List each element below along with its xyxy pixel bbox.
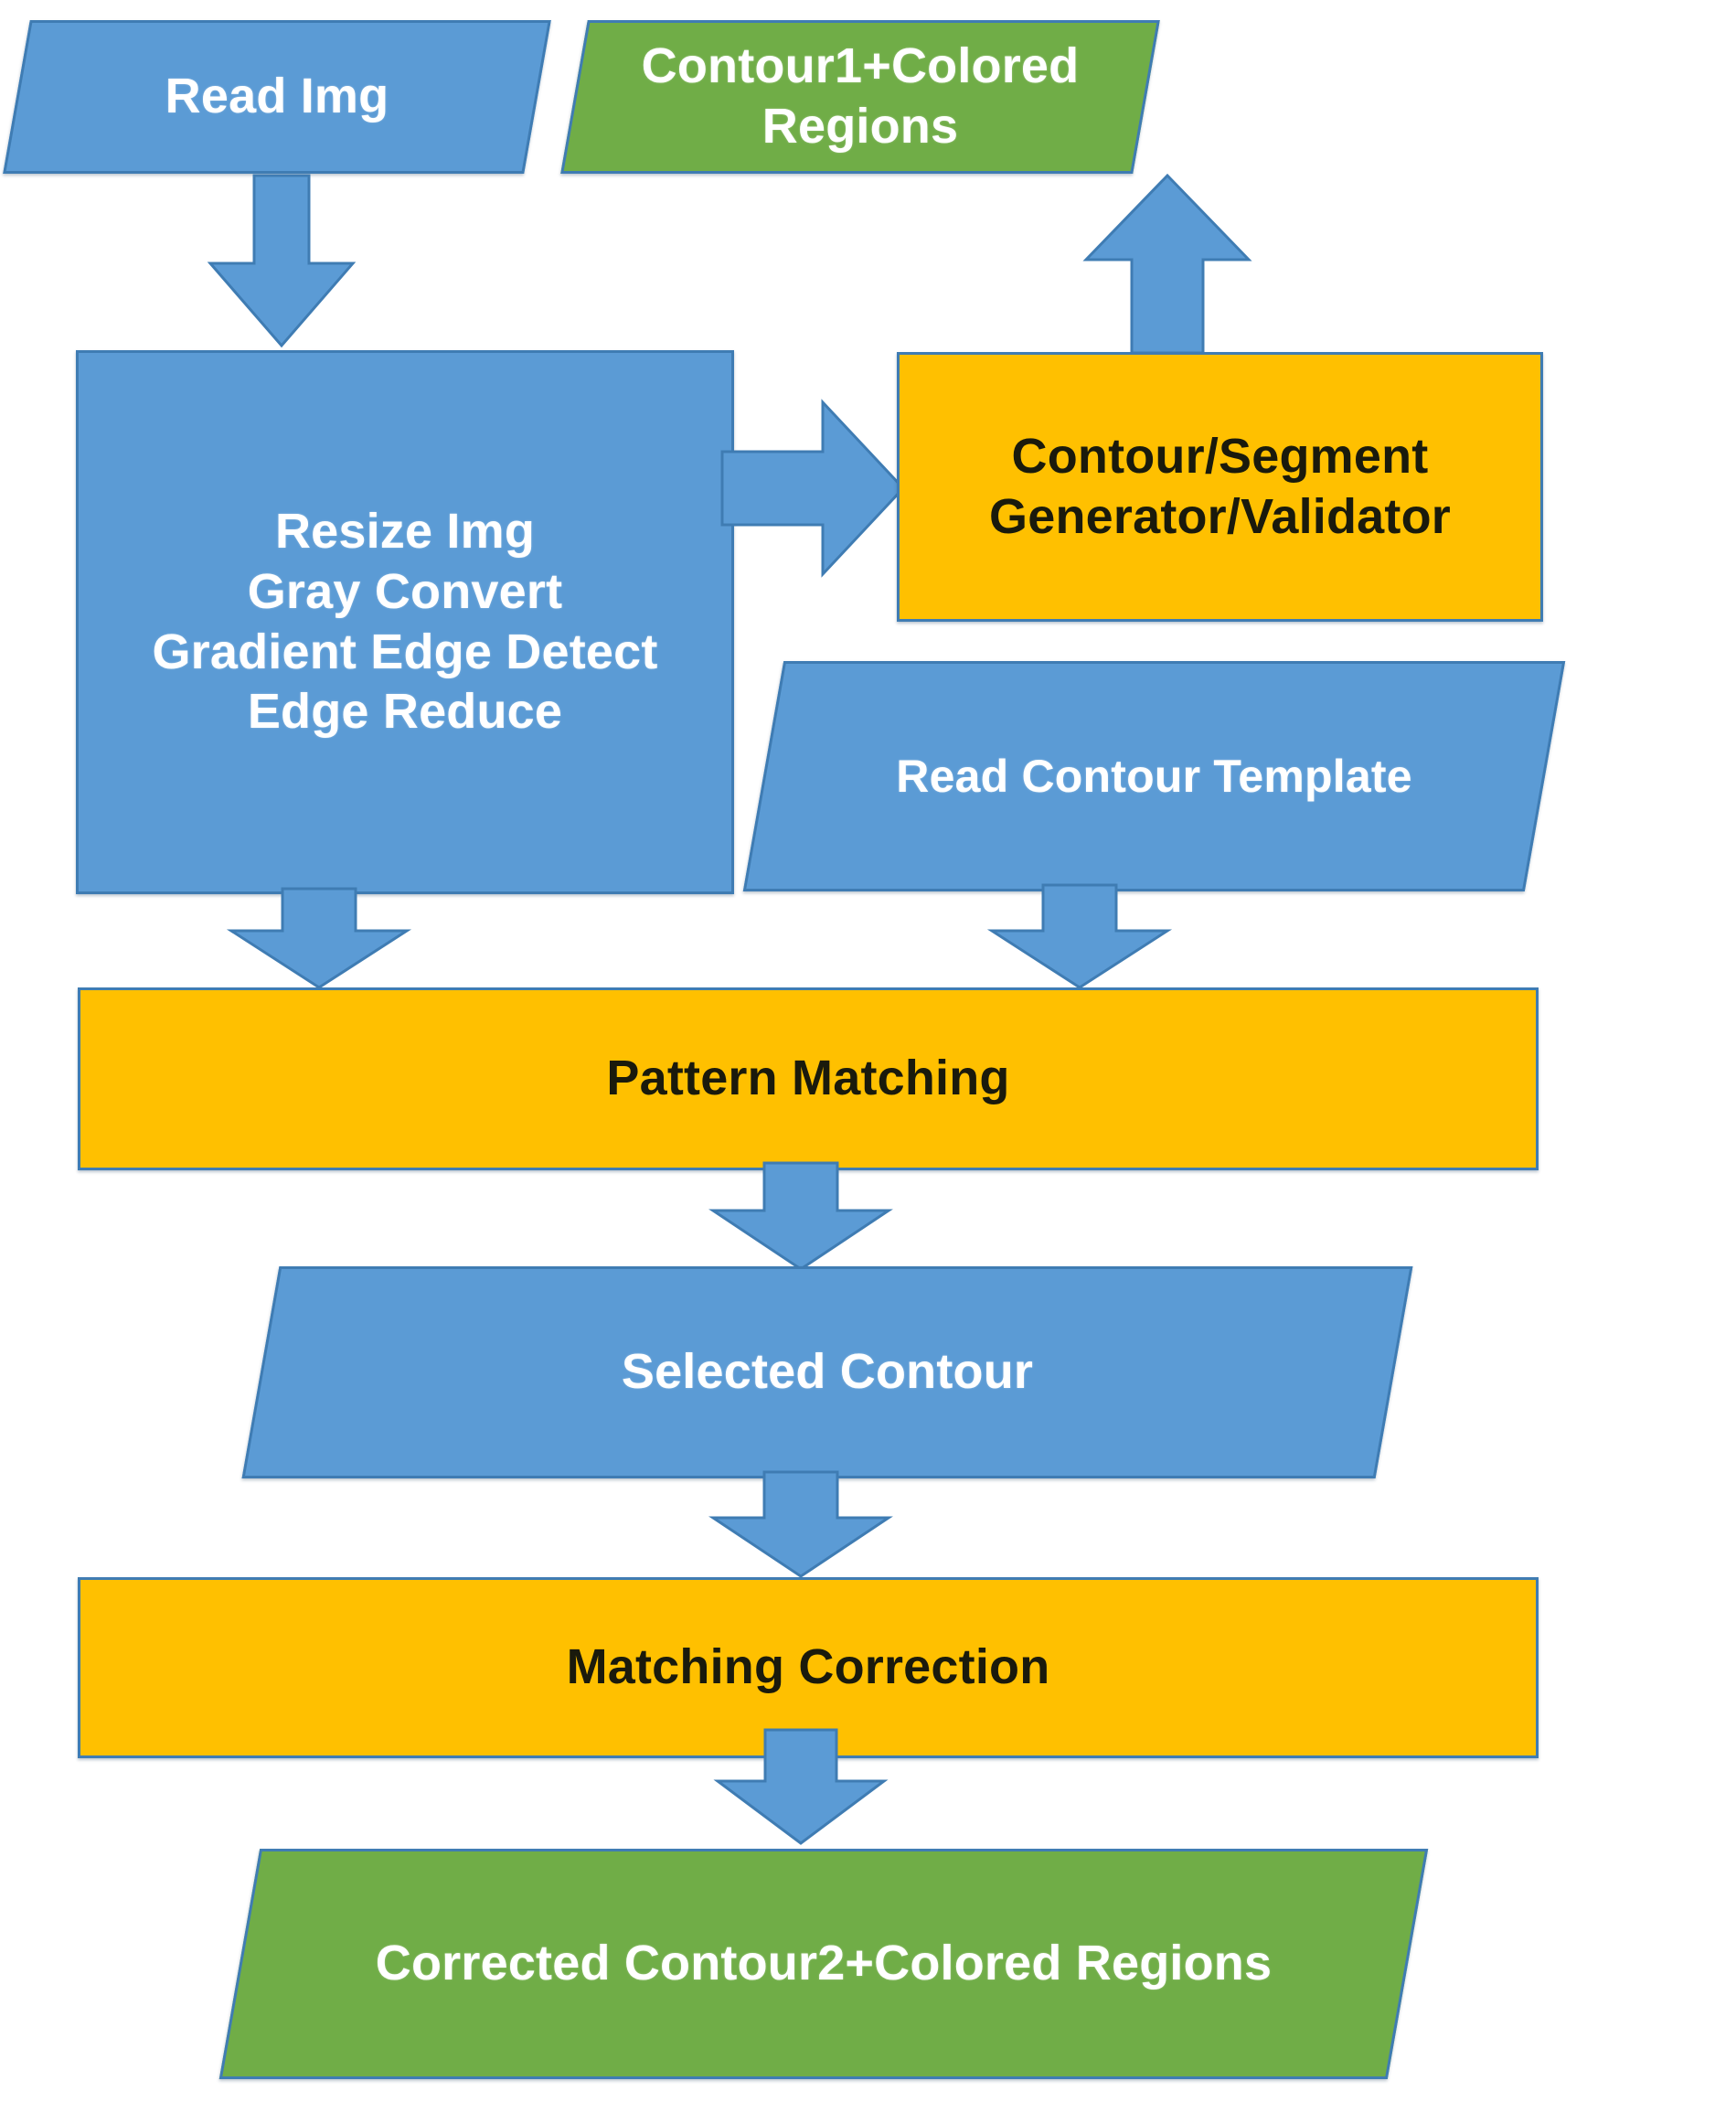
node-read-img[interactable]: Read Img — [3, 20, 551, 174]
node-read-contour-template-shape — [742, 661, 1566, 891]
arrow-preprocess-to-generator — [720, 384, 910, 592]
node-contour-segment-generator-validator[interactable]: Contour/Segment Generator/Validator — [897, 352, 1543, 622]
node-contour1-colored-regions-shape — [560, 20, 1160, 174]
node-preprocess-shape — [76, 350, 734, 894]
arrow-pattern-matching-to-selected-contour — [704, 1161, 898, 1275]
node-preprocess[interactable]: Resize Img Gray Convert Gradient Edge De… — [76, 350, 734, 894]
arrow-read-img-to-preprocess — [201, 174, 362, 351]
node-corrected-contour2-colored-regions[interactable]: Corrected Contour2+Colored Regions — [218, 1849, 1429, 2079]
node-contour-segment-generator-validator-shape — [897, 352, 1543, 622]
arrow-selected-contour-to-matching-correction — [704, 1470, 898, 1582]
node-pattern-matching[interactable]: Pattern Matching — [78, 987, 1539, 1170]
arrow-generator-to-contour1 — [1081, 170, 1254, 357]
arrow-matching-correction-to-corrected-contour2 — [708, 1728, 893, 1849]
node-pattern-matching-shape — [78, 987, 1539, 1170]
arrow-preprocess-to-pattern-matching — [222, 887, 416, 993]
node-matching-correction-shape — [78, 1577, 1539, 1758]
node-contour1-colored-regions[interactable]: Contour1+Colored Regions — [560, 20, 1160, 174]
arrow-template-to-pattern-matching — [983, 883, 1177, 993]
node-selected-contour-shape — [241, 1266, 1413, 1478]
node-selected-contour[interactable]: Selected Contour — [241, 1266, 1413, 1478]
node-corrected-contour2-colored-regions-shape — [218, 1849, 1429, 2079]
node-read-img-shape — [3, 20, 551, 174]
node-read-contour-template[interactable]: Read Contour Template — [742, 661, 1566, 891]
